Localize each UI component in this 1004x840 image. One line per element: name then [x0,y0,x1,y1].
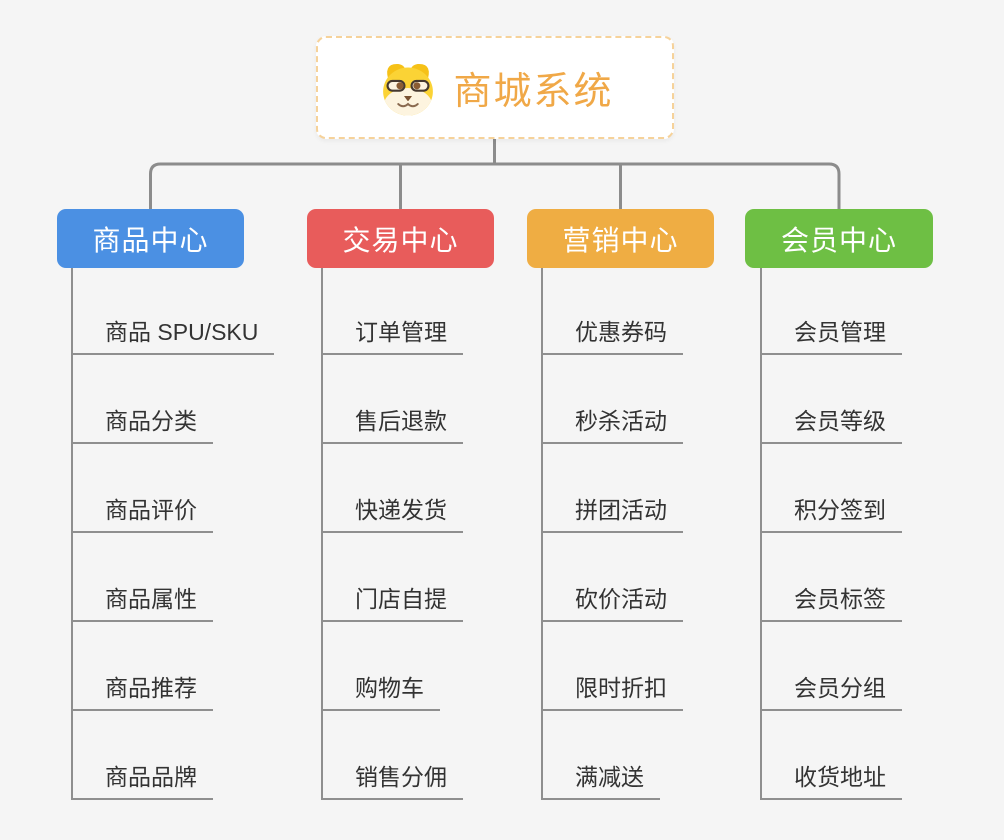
subtopic-node[interactable]: 会员管理 [762,317,902,355]
subtopic-node[interactable]: 会员标签 [762,584,902,622]
branch-node-goods-center[interactable]: 商品中心 [57,209,244,268]
branch-node-trade-center[interactable]: 交易中心 [307,209,494,268]
member-center-subtopics: 会员管理 会员等级 积分签到 会员标签 会员分组 收货地址 [760,268,902,800]
subtopic-node[interactable]: 销售分佣 [323,762,463,800]
subtopic-node[interactable]: 快递发货 [323,495,463,533]
subtopic-node[interactable]: 购物车 [323,673,440,711]
subtopic-node[interactable]: 订单管理 [323,317,463,355]
subtopic-node[interactable]: 商品 SPU/SKU [73,317,275,355]
subtopic-node[interactable]: 拼团活动 [543,495,683,533]
subtopic-node[interactable]: 砍价活动 [543,584,683,622]
trade-center-subtopics: 订单管理 售后退款 快递发货 门店自提 购物车 销售分佣 [321,268,463,800]
subtopic-node[interactable]: 商品属性 [73,584,213,622]
branch-node-marketing-center[interactable]: 营销中心 [527,209,714,268]
subtopic-node[interactable]: 满减送 [543,762,660,800]
root-node[interactable]: 商城系统 [316,36,674,139]
goods-center-subtopics: 商品 SPU/SKU 商品分类 商品评价 商品属性 商品推荐 商品品牌 [71,268,275,800]
subtopic-node[interactable]: 商品评价 [73,495,213,533]
subtopic-node[interactable]: 收货地址 [762,762,902,800]
subtopic-node[interactable]: 会员分组 [762,673,902,711]
subtopic-node[interactable]: 优惠券码 [543,317,683,355]
subtopic-node[interactable]: 门店自提 [323,584,463,622]
dog-face-icon [376,57,440,119]
subtopic-node[interactable]: 商品分类 [73,406,213,444]
marketing-center-subtopics: 优惠券码 秒杀活动 拼团活动 砍价活动 限时折扣 满减送 [541,268,683,800]
subtopic-node[interactable]: 售后退款 [323,406,463,444]
subtopic-node[interactable]: 积分签到 [762,495,902,533]
subtopic-node[interactable]: 商品品牌 [73,762,213,800]
branch-node-member-center[interactable]: 会员中心 [745,209,933,268]
subtopic-node[interactable]: 会员等级 [762,406,902,444]
subtopic-node[interactable]: 秒杀活动 [543,406,683,444]
subtopic-node[interactable]: 限时折扣 [543,673,683,711]
subtopic-node[interactable]: 商品推荐 [73,673,213,711]
root-title: 商城系统 [453,71,614,113]
